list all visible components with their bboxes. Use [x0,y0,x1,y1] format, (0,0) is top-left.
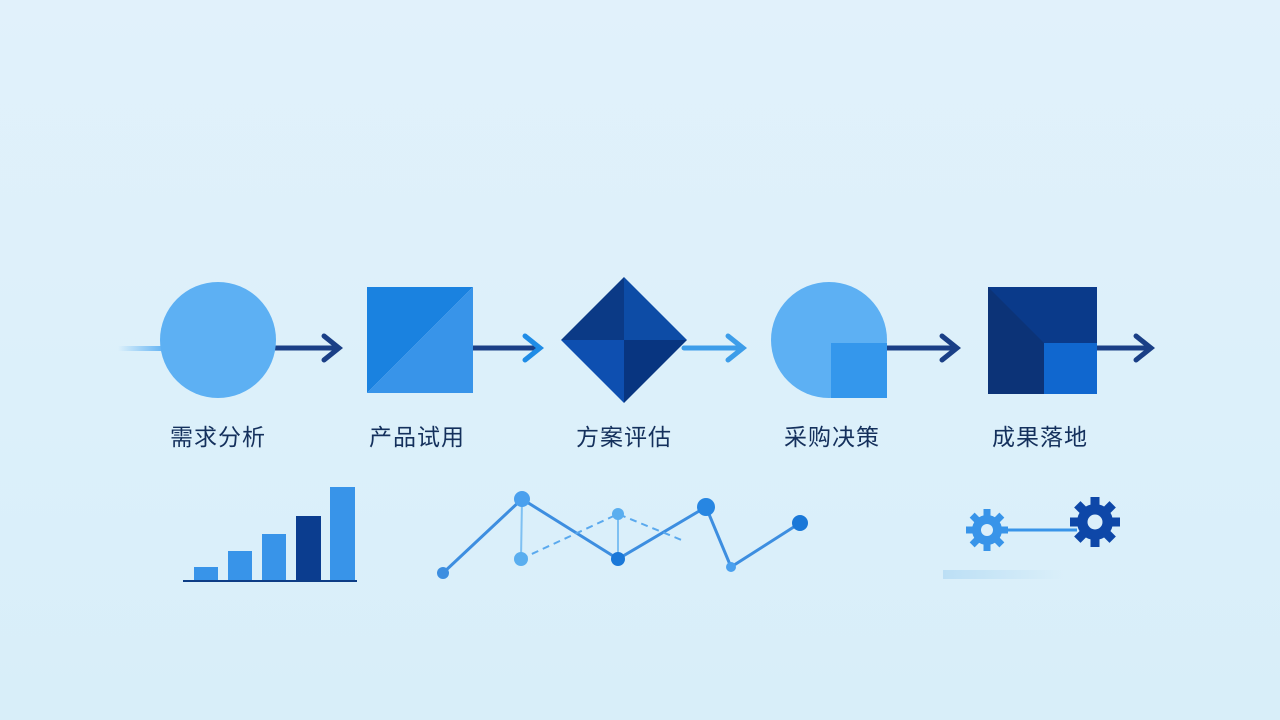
step-1-circle-icon [160,282,276,398]
arrow-1 [272,333,344,363]
step-3-diamond-icon [561,277,687,403]
step-5-label: 成果落地 [992,425,1088,451]
step-2-label: 产品试用 [369,425,465,451]
arrow-2 [469,333,545,363]
arrow-4 [883,333,962,363]
step-3-label: 方案评估 [576,425,672,451]
gears-connected-icon [943,497,1120,579]
large-gear-icon [1070,497,1120,547]
step-1-label: 需求分析 [170,425,266,451]
step-2-square-icon [367,287,473,393]
arrow-5 [1094,333,1156,363]
step-5-square-icon [988,287,1097,394]
bar-chart-icon [183,487,357,582]
arrow-3 [681,333,748,363]
line-network-icon [437,491,808,579]
step-4-circle-square-icon [771,282,887,398]
step-4-label: 采购决策 [784,425,880,451]
lead-in-line [118,346,166,351]
small-gear-icon [966,509,1008,551]
